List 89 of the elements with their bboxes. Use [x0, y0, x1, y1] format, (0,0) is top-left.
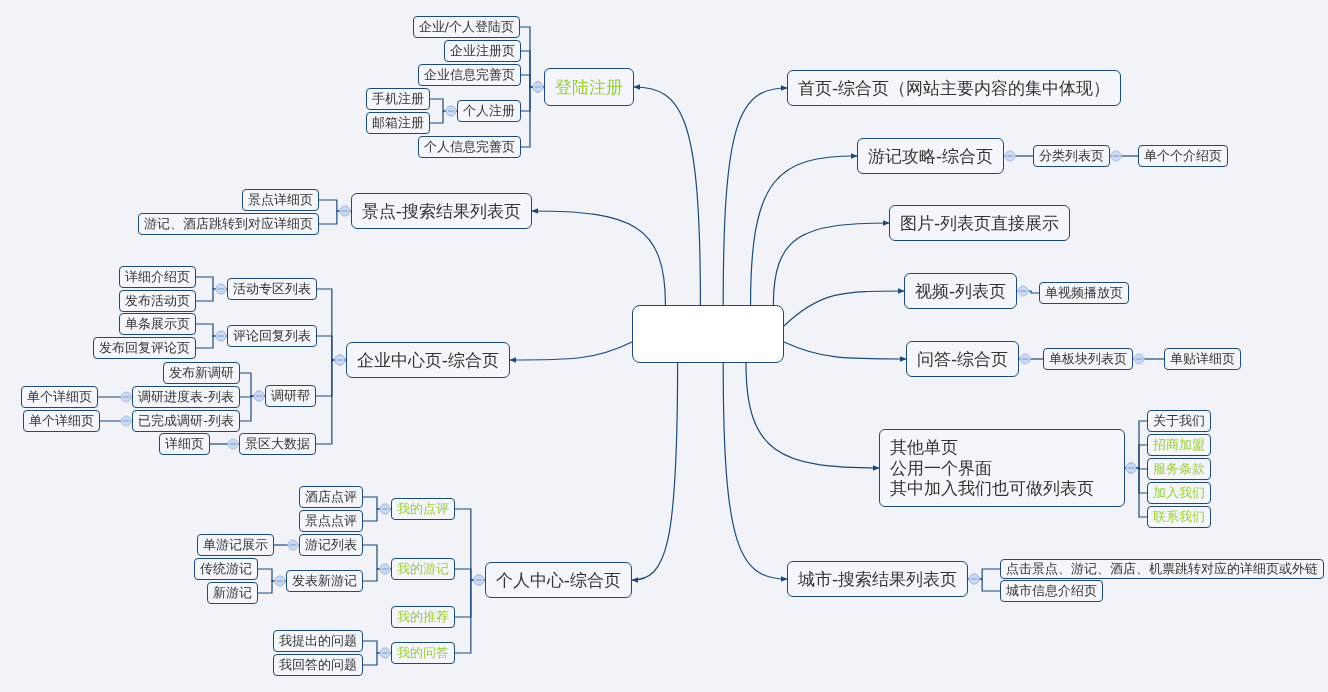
branch-arrow: [745, 362, 880, 471]
topic-box: 首页-综合页（网站主要内容的集中体现）: [787, 70, 1122, 106]
subtopic-box: 联系我们: [1147, 506, 1211, 528]
branch-line: [209, 438, 240, 450]
branch-line: [362, 563, 392, 582]
topic-box: 景点-搜索结果列表页: [350, 193, 532, 229]
subtopic-box: 单游记展示: [197, 534, 274, 556]
topic-box: 图片-列表页直接展示: [889, 205, 1071, 241]
subtopic-box: 个人信息完善页: [418, 136, 521, 158]
branch-arrow: [722, 362, 788, 582]
subtopic-box: 详细介绍页: [119, 266, 196, 288]
subtopic-box: 我提出的问题: [273, 630, 363, 652]
subtopic-box: 分类列表页: [1033, 145, 1110, 167]
branch-line: [273, 539, 300, 551]
branch-line: [195, 283, 228, 302]
subtopic-box: 发布活动页: [119, 290, 196, 312]
subtopic-box: 单个详细页: [23, 410, 100, 432]
subtopic-box: 单个详细页: [21, 386, 98, 408]
branch-line: [362, 647, 392, 666]
topic-box: 企业中心页-综合页: [345, 342, 510, 378]
branch-line: [318, 205, 352, 225]
subtopic-box: 邮箱注册: [366, 112, 430, 134]
branch-line: [1109, 150, 1139, 162]
subtopic-box: 我的推荐: [391, 606, 455, 628]
subtopic-box: 游记列表: [299, 534, 363, 556]
subtopic-box: 城市信息介绍页: [1000, 580, 1103, 602]
subtopic-box: 评论回复列表: [227, 325, 317, 347]
subtopic-box: 新游记: [207, 582, 258, 604]
subtopic-box: 个人注册: [457, 100, 521, 122]
subtopic-box: 发布新调研: [163, 362, 240, 384]
branch-arrow: [749, 153, 858, 306]
subtopic-box: 发表新游记: [286, 570, 363, 592]
subtopic-box: 企业/个人登陆页: [412, 16, 520, 38]
branch-line: [1132, 353, 1165, 365]
subtopic-box: 传统游记: [194, 558, 258, 580]
branch-line: [1016, 285, 1040, 297]
subtopic-box: 发布回复评论页: [93, 337, 196, 359]
branch-line: [1018, 353, 1044, 365]
subtopic-box: 景点点评: [299, 510, 363, 532]
subtopic-box: 景区大数据: [239, 433, 316, 455]
branch-arrow: [631, 362, 679, 583]
subtopic-box: 游记、酒店跳转到对应详细页: [138, 213, 319, 235]
subtopic-box: 单条展示页: [119, 313, 196, 335]
subtopic-box: 酒店点评: [299, 486, 363, 508]
subtopic-box: 我的问答: [391, 642, 455, 664]
subtopic-box: 我的点评: [391, 498, 455, 520]
topic-box: 其他单页 公用一个界面 其中加入我们也可做列表页: [879, 429, 1125, 507]
subtopic-box: 加入我们: [1147, 482, 1211, 504]
subtopic-box: 我的游记: [391, 558, 455, 580]
topic-box: 登陆注册: [544, 68, 634, 106]
branch-arrow: [722, 85, 788, 306]
subtopic-box: 已完成调研-列表: [132, 410, 240, 432]
branch-line: [429, 105, 458, 124]
subtopic-box: 关于我们: [1147, 410, 1211, 432]
subtopic-box: 点击景点、游记、酒店、机票跳转对应的详细页或外链: [1000, 559, 1324, 579]
branch-line: [97, 391, 133, 403]
branch-line: [195, 330, 228, 349]
topic-box: 视频-列表页: [904, 273, 1018, 309]
subtopic-box: 调研进度表-列表: [132, 386, 240, 408]
topic-box: 城市-搜索结果列表页: [787, 561, 969, 597]
branch-arrow: [633, 84, 701, 306]
subtopic-box: 手机注册: [366, 88, 430, 110]
branch-arrow: [531, 208, 667, 306]
subtopic-box: 景点详细页: [242, 189, 319, 211]
subtopic-box: 服务条款: [1147, 458, 1211, 480]
branch-line: [99, 415, 133, 427]
subtopic-box: 我回答的问题: [273, 654, 363, 676]
branch-arrow: [509, 341, 633, 363]
branch-arrow: [783, 288, 905, 327]
branch-line: [1003, 150, 1034, 162]
topic-box: 游记攻略-综合页: [857, 138, 1005, 174]
subtopic-box: 企业信息完善页: [418, 64, 521, 86]
subtopic-box: 活动专区列表: [227, 278, 317, 300]
subtopic-box: 单板块列表页: [1043, 348, 1133, 370]
topic-box: 个人中心-综合页: [484, 562, 632, 598]
central-topic-box: [632, 305, 784, 363]
subtopic-box: 企业注册页: [444, 40, 521, 62]
subtopic-box: 单贴详细页: [1164, 348, 1241, 370]
topic-box: 问答-综合页: [906, 341, 1020, 377]
subtopic-box: 详细页: [159, 433, 210, 455]
subtopic-box: 招商加盟: [1147, 434, 1211, 456]
subtopic-box: 调研帮: [265, 385, 316, 407]
branch-line: [362, 503, 392, 522]
branch-arrow: [772, 220, 890, 306]
branch-line: [257, 575, 287, 594]
branch-arrow: [783, 341, 907, 362]
branch-line: [967, 573, 1001, 592]
subtopic-box: 单视频播放页: [1039, 282, 1129, 304]
subtopic-box: 单个个介绍页: [1138, 145, 1228, 167]
